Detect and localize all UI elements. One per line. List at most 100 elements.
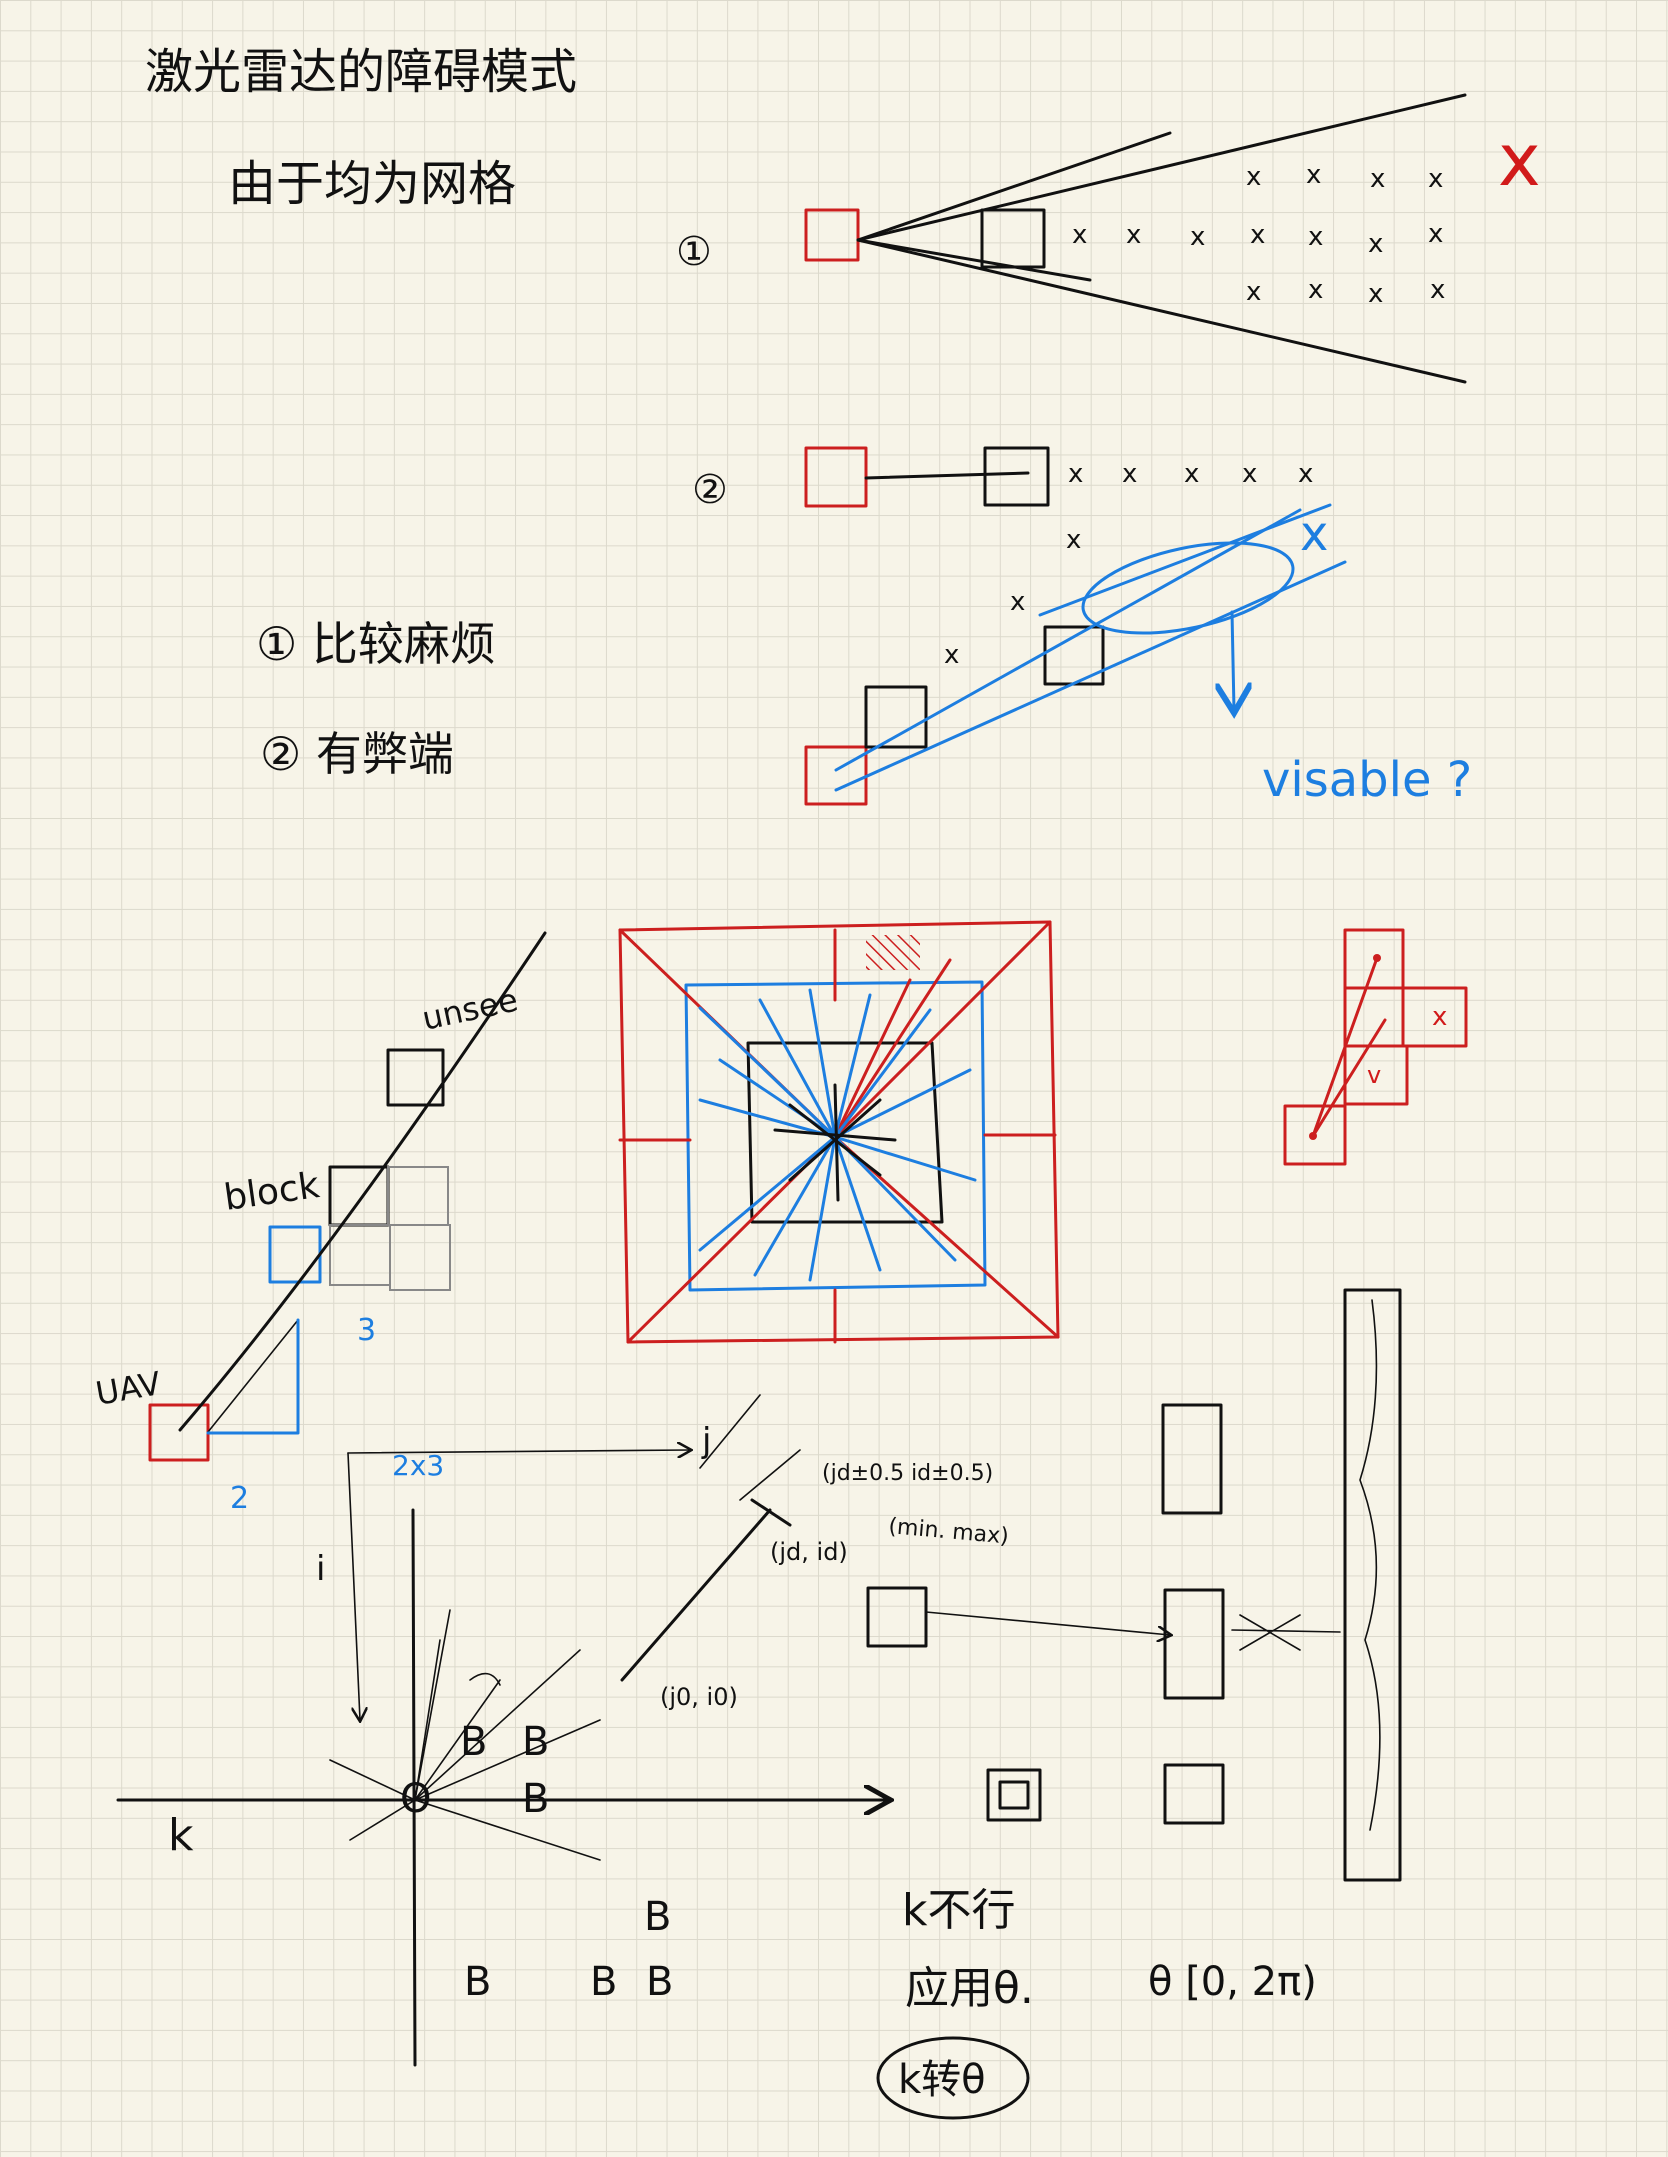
uav-cell-2 xyxy=(804,446,868,508)
faint-strokes xyxy=(699,1394,801,1501)
stair-cell-3 xyxy=(1401,986,1468,1048)
visible-question: visable ? xyxy=(1262,752,1472,808)
cell-comparison-diagram xyxy=(866,1288,1402,1882)
unseen-marks-2: x x x x x xyxy=(1068,459,1313,489)
note-troublesome: ① 比较麻烦 xyxy=(256,617,496,671)
svg-text:x: x xyxy=(1368,229,1383,259)
svg-text:x: x xyxy=(1308,275,1323,305)
method1-marker: ① xyxy=(676,229,712,275)
cone-upper-ray xyxy=(856,93,1467,242)
svg-text:x: x xyxy=(1370,164,1385,194)
svg-text:x: x xyxy=(1126,220,1141,250)
obstacle-cell-1 xyxy=(980,208,1046,269)
uav-step-diagram: unsee block UAV 3 2 xyxy=(93,931,547,1516)
visibility-ellipse xyxy=(1081,541,1295,635)
blue-x-mark: x xyxy=(1300,506,1328,562)
beam-center xyxy=(834,508,1302,772)
middle-blue-square xyxy=(684,980,987,1292)
svg-text:x: x xyxy=(1308,222,1323,252)
note-drawback: ② 有弊端 xyxy=(260,727,454,781)
theta-range: θ [0, 2π) xyxy=(1148,1959,1317,2005)
blue-step-cell xyxy=(268,1225,322,1284)
svg-text:x: x xyxy=(1250,220,1265,250)
obstacle-cell-2 xyxy=(983,446,1050,507)
stair-cell-5 xyxy=(1283,1104,1347,1166)
beam-upper-edge xyxy=(1038,503,1332,617)
notes-block: ① 比较麻烦 ② 有弊端 xyxy=(256,617,496,781)
svg-text:B: B xyxy=(522,1719,549,1765)
svg-text:x: x xyxy=(1246,277,1261,307)
tall-cell xyxy=(1161,1403,1223,1515)
ghost-cell-1 xyxy=(387,1166,449,1226)
visibility-arrow xyxy=(1232,610,1234,710)
red-ray-a xyxy=(1311,956,1379,1138)
i-axis-arrow xyxy=(347,1452,360,1720)
svg-text:B: B xyxy=(460,1719,487,1765)
blue-rays xyxy=(698,988,977,1282)
uav-cell-3 xyxy=(804,745,868,806)
svg-text:x: x xyxy=(1298,459,1313,489)
note-k-not: k不行 xyxy=(902,1885,1015,1936)
diagonal-ray xyxy=(620,1498,792,1682)
strip-wave xyxy=(1359,1299,1381,1831)
block-letters: B B B B B B B xyxy=(460,1719,673,2005)
reject-x-mark: x xyxy=(1498,118,1541,202)
svg-text:x: x xyxy=(1428,219,1443,249)
bottom-notes: k不行 应用θ. θ [0, 2π) k转θ xyxy=(876,1885,1317,2120)
black-cross xyxy=(773,1083,897,1202)
boxed-cell xyxy=(986,1768,1042,1822)
svg-text:x: x xyxy=(1430,275,1445,305)
svg-text:x: x xyxy=(1428,164,1443,194)
svg-text:x: x xyxy=(1368,279,1383,309)
circled-note: k转θ xyxy=(898,2057,986,2103)
axis-diagram: j i 2x3 k O B B B B B B B (jd±0.5 id xyxy=(116,1394,1010,2067)
coord-minmax: (min. max) xyxy=(887,1514,1009,1549)
red-check: v xyxy=(1367,1061,1381,1089)
uav-cell-4 xyxy=(148,1403,210,1462)
svg-text:x: x xyxy=(1242,459,1257,489)
svg-text:x: x xyxy=(1010,587,1025,617)
diagonal-visibility-diagram: x x x x visable ? xyxy=(804,503,1472,808)
svg-text:x: x xyxy=(1068,459,1083,489)
uav-cell-1 xyxy=(804,208,860,262)
svg-text:x: x xyxy=(1072,220,1087,250)
axis-k-label: k xyxy=(168,1810,194,1861)
axis-j-label: j xyxy=(701,1421,711,1461)
svg-text:B: B xyxy=(590,1959,617,2005)
ray-line-2 xyxy=(864,471,1030,480)
cone-lower-ray xyxy=(856,238,1467,384)
svg-text:x: x xyxy=(1066,525,1081,555)
thin-diagonal xyxy=(207,1319,299,1433)
svg-text:x: x xyxy=(1246,162,1261,192)
boxed-cell-inner xyxy=(998,1780,1030,1810)
title-line1: 激光雷达的障碍模式 xyxy=(145,44,577,100)
label-2: 2 xyxy=(230,1481,249,1516)
method2-marker: ② xyxy=(692,467,728,513)
source-arrow xyxy=(925,1611,1170,1635)
note-use-theta: 应用θ. xyxy=(905,1963,1034,2014)
unseen-marks-1: x x x x x x x x x x x x x x x xyxy=(1072,160,1445,309)
coord-center: (jd±0.5 id±0.5) xyxy=(822,1461,993,1486)
small-cell xyxy=(1163,1763,1225,1825)
origin-fan-rays xyxy=(329,1609,601,1861)
coord-jd-id: (jd, id) xyxy=(770,1538,848,1566)
axis-i-label: i xyxy=(316,1549,325,1589)
long-strip xyxy=(1343,1288,1402,1882)
stair-cell-4 xyxy=(1343,1044,1409,1106)
svg-text:B: B xyxy=(646,1959,673,2005)
red-hatch-hit xyxy=(866,935,920,970)
ghost-cell-2 xyxy=(329,1224,391,1286)
blue-step-path xyxy=(206,1318,300,1435)
mid-cell xyxy=(1163,1588,1225,1700)
svg-text:B: B xyxy=(522,1776,549,1822)
svg-text:B: B xyxy=(644,1894,671,1940)
inner-black-square xyxy=(746,1041,944,1224)
angle-arc xyxy=(469,1672,501,1686)
label-unsee: unsee xyxy=(419,981,521,1038)
nested-squares-diagram xyxy=(618,920,1060,1344)
title-line2: 由于均为网格 xyxy=(228,156,516,212)
method2-ray-diagram: ② x x x x x xyxy=(692,446,1313,513)
svg-text:B: B xyxy=(464,1959,491,2005)
